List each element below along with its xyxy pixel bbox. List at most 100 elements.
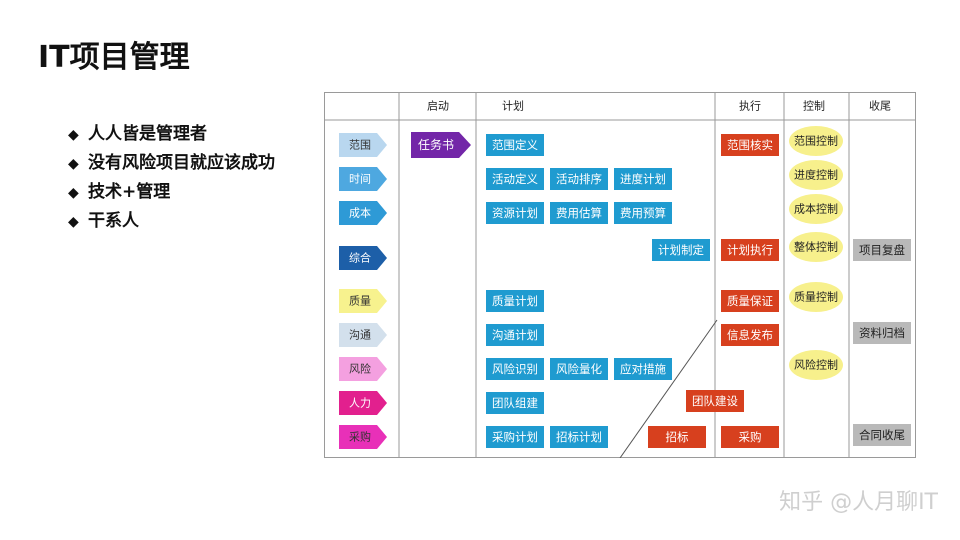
knowledge-area-tag bbox=[339, 133, 387, 157]
closing-box bbox=[853, 322, 911, 344]
initiating-arrow bbox=[411, 132, 471, 158]
planning-box bbox=[614, 358, 672, 380]
knowledge-area-label: 人力 bbox=[349, 397, 371, 410]
planning-box-label: 质量计划 bbox=[492, 294, 538, 308]
knowledge-area-label: 沟通 bbox=[349, 329, 371, 342]
knowledge-area-tag bbox=[339, 323, 387, 347]
page-title: IT项目管理 bbox=[38, 40, 190, 75]
bullet-item: ◆干系人 bbox=[68, 207, 275, 236]
knowledge-area-tag bbox=[339, 246, 387, 270]
knowledge-area-label: 范围 bbox=[349, 138, 371, 152]
planning-box bbox=[486, 392, 544, 414]
column-header: 计划 bbox=[502, 100, 524, 113]
controlling-label: 质量控制 bbox=[794, 290, 838, 304]
planning-box bbox=[550, 202, 608, 224]
diamond-bullet-icon: ◆ bbox=[68, 156, 79, 172]
knowledge-area-tag bbox=[339, 391, 387, 415]
executing-box-label: 招标 bbox=[666, 430, 689, 444]
planning-box-label: 采购计划 bbox=[492, 430, 538, 444]
planning-box-label: 招标计划 bbox=[556, 430, 602, 444]
planning-box bbox=[550, 168, 608, 190]
planning-box-label: 资源计划 bbox=[492, 206, 538, 220]
planning-box bbox=[486, 134, 544, 156]
planning-box-label: 费用估算 bbox=[556, 206, 602, 220]
planning-box-label: 范围定义 bbox=[492, 138, 538, 152]
executing-box bbox=[721, 426, 779, 448]
bullet-item: ◆技术+管理 bbox=[68, 178, 275, 207]
executing-box bbox=[648, 426, 706, 448]
diamond-bullet-icon: ◆ bbox=[68, 185, 79, 201]
planning-box-label: 进度计划 bbox=[620, 172, 666, 186]
column-header: 启动 bbox=[427, 100, 449, 113]
executing-box-label: 采购 bbox=[739, 430, 762, 444]
executing-box-label: 信息发布 bbox=[727, 328, 773, 342]
planning-box-label: 应对措施 bbox=[620, 362, 666, 376]
planning-box-label: 费用预算 bbox=[620, 206, 666, 220]
planning-box bbox=[550, 358, 608, 380]
controlling-ellipse bbox=[789, 350, 843, 380]
watermark: 知乎 @人月聊IT bbox=[779, 490, 938, 515]
executing-box-label: 计划执行 bbox=[727, 243, 773, 257]
column-header: 执行 bbox=[739, 99, 761, 113]
planning-box bbox=[486, 426, 544, 448]
process-diagram-svg: 启动计划执行控制收尾范围时间成本综合质量沟通风险人力采购任务书范围定义活动定义活… bbox=[324, 92, 916, 458]
diamond-bullet-icon: ◆ bbox=[68, 127, 79, 143]
initiating-label: 任务书 bbox=[418, 137, 454, 152]
executing-box bbox=[721, 134, 779, 156]
knowledge-area-tag bbox=[339, 357, 387, 381]
knowledge-area-label: 风险 bbox=[349, 362, 371, 376]
controlling-label: 范围控制 bbox=[794, 134, 838, 148]
knowledge-area-label: 时间 bbox=[349, 173, 371, 186]
executing-box bbox=[721, 324, 779, 346]
process-diagram: 启动计划执行控制收尾范围时间成本综合质量沟通风险人力采购任务书范围定义活动定义活… bbox=[324, 92, 916, 458]
knowledge-area-label: 质量 bbox=[349, 295, 371, 308]
controlling-ellipse bbox=[789, 194, 843, 224]
executing-box-label: 质量保证 bbox=[727, 294, 773, 308]
column-header: 收尾 bbox=[869, 99, 891, 113]
knowledge-area-tag bbox=[339, 289, 387, 313]
knowledge-area-tag bbox=[339, 201, 387, 225]
bullet-item: ◆人人皆是管理者 bbox=[68, 120, 275, 149]
executing-box bbox=[721, 239, 779, 261]
planning-box bbox=[486, 324, 544, 346]
executing-box-label: 团队建设 bbox=[692, 394, 738, 408]
planning-box bbox=[652, 239, 710, 261]
knowledge-area-tag bbox=[339, 425, 387, 449]
phase-boundary-line bbox=[619, 319, 718, 458]
knowledge-area-label: 采购 bbox=[349, 430, 371, 444]
planning-box-label: 活动排序 bbox=[556, 172, 602, 186]
controlling-ellipse bbox=[789, 160, 843, 190]
bullet-item: ◆没有风险项目就应该成功 bbox=[68, 149, 275, 178]
planning-box-label: 风险量化 bbox=[556, 362, 602, 376]
knowledge-area-label: 成本 bbox=[349, 206, 371, 220]
planning-box bbox=[550, 426, 608, 448]
planning-box bbox=[486, 202, 544, 224]
planning-box-label: 团队组建 bbox=[492, 396, 538, 410]
controlling-label: 成本控制 bbox=[794, 202, 838, 216]
controlling-ellipse bbox=[789, 282, 843, 312]
executing-box bbox=[721, 290, 779, 312]
closing-box-label: 合同收尾 bbox=[859, 428, 905, 442]
column-header: 控制 bbox=[803, 99, 825, 113]
controlling-label: 风险控制 bbox=[794, 358, 838, 372]
diamond-bullet-icon: ◆ bbox=[68, 214, 79, 230]
closing-box bbox=[853, 239, 911, 261]
planning-box bbox=[486, 358, 544, 380]
executing-box bbox=[686, 390, 744, 412]
closing-box bbox=[853, 424, 911, 446]
controlling-label: 整体控制 bbox=[794, 240, 838, 254]
planning-box-label: 计划制定 bbox=[658, 243, 704, 257]
planning-box-label: 活动定义 bbox=[492, 172, 538, 186]
planning-box bbox=[486, 168, 544, 190]
planning-box bbox=[486, 290, 544, 312]
knowledge-area-label: 综合 bbox=[349, 251, 371, 265]
planning-box-label: 风险识别 bbox=[492, 362, 538, 376]
planning-box bbox=[614, 168, 672, 190]
closing-box-label: 项目复盘 bbox=[859, 243, 905, 257]
controlling-ellipse bbox=[789, 232, 843, 262]
controlling-label: 进度控制 bbox=[794, 168, 838, 182]
planning-box-label: 沟通计划 bbox=[492, 328, 538, 342]
controlling-ellipse bbox=[789, 126, 843, 156]
knowledge-area-tag bbox=[339, 167, 387, 191]
planning-box bbox=[614, 202, 672, 224]
